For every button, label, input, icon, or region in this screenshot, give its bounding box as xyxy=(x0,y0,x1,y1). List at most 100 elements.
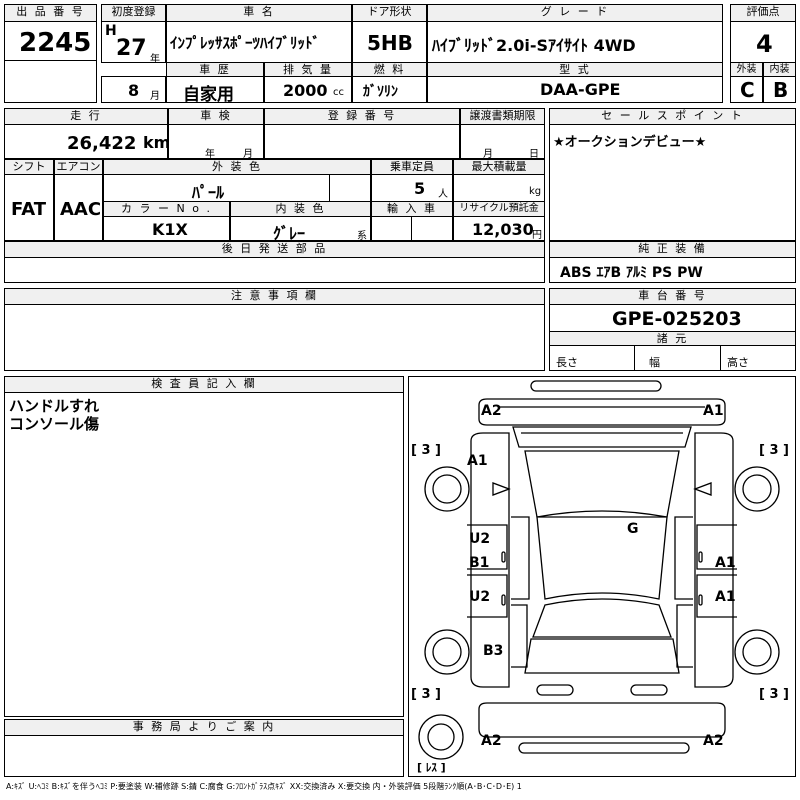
office-cell xyxy=(4,735,404,777)
fuel-label: 燃 料 xyxy=(352,62,427,77)
genuine-equip-value: ABS ｴｱB ｱﾙﾐ PS PW xyxy=(560,265,703,281)
length-label: 長さ xyxy=(556,356,578,369)
inspector-label: 検 査 員 記 入 欄 xyxy=(4,376,404,393)
fuel-cell: ｶﾞｿﾘﾝ xyxy=(352,76,427,103)
mark-front-right-corner: A1 xyxy=(703,403,724,419)
transfer-deadline-label: 譲渡書類期限 xyxy=(460,108,545,125)
color-no-cell: K1X xyxy=(103,216,230,241)
grade-cell: ﾊｲﾌﾞﾘｯﾄﾞ2.0i-Sｱｲｻｲﾄ 4WD xyxy=(427,21,723,63)
first-reg-label: 初度登録 xyxy=(101,4,166,22)
ext-color-extra xyxy=(329,174,371,202)
tire-rear-right: [ 3 ] xyxy=(759,687,789,702)
displacement-label: 排 気 量 xyxy=(264,62,352,77)
inspection-label: 車 検 xyxy=(168,108,264,125)
mileage-label: 走 行 xyxy=(4,108,168,125)
mileage-value: 26,422 xyxy=(67,133,137,154)
office-label: 事 務 局 よ り ご 案 内 xyxy=(4,719,404,736)
mark-rear-left-corner: A2 xyxy=(481,733,502,749)
mark-roof: G xyxy=(627,521,639,537)
door-cell: 5HB xyxy=(352,21,427,63)
history-label: 車 歴 xyxy=(166,62,264,77)
car-name-value: ｲﾝﾌﾟﾚｯｻｽﾎﾟｰﾂﾊｲﾌﾞﾘｯﾄﾞ xyxy=(170,34,321,52)
genuine-equip-label: 純 正 装 備 xyxy=(549,241,796,258)
ext-color-cell: ﾊﾟｰﾙ xyxy=(103,174,330,202)
deadline-day-unit: 日 xyxy=(529,149,539,160)
ext-color-label: 外 装 色 xyxy=(103,159,371,175)
mark-left-rear-door: U2 xyxy=(469,589,490,605)
mark-front-left-fender: A1 xyxy=(467,453,488,469)
sales-point-value: ★オークションデビュー★ xyxy=(553,135,707,150)
int-color-cell: ｸﾞﾚｰ 系 xyxy=(230,216,371,243)
first-reg-cell: H 27 年 xyxy=(101,21,166,65)
month-unit: 月 xyxy=(150,91,160,102)
notes-label: 注 意 事 項 欄 xyxy=(4,288,545,305)
interior-cell: B xyxy=(763,76,796,103)
mileage-cell: 26,422 km xyxy=(4,124,171,159)
model-code-value: DAA-GPE xyxy=(540,80,621,99)
shift-cell: FAT xyxy=(4,174,54,241)
kei-unit: 系 xyxy=(357,231,367,242)
kg-unit: kg xyxy=(529,186,542,197)
aircon-label: エアコン xyxy=(54,159,103,175)
capacity-label: 乗車定員 xyxy=(371,159,453,175)
cc-unit: cc xyxy=(333,87,344,98)
later-parts-cell xyxy=(4,257,545,283)
door-value: 5HB xyxy=(367,31,413,55)
mark-right-front-door: A1 xyxy=(715,555,736,571)
damage-legend: A:ｷｽﾞ U:ﾍｺﾐ B:ｷｽﾞを伴うﾍｺﾐ P:要塗装 W:補修跡 S:錆 … xyxy=(6,782,522,791)
sales-point-cell: ★オークションデビュー★ xyxy=(549,124,796,241)
reg-no-label: 登 録 番 号 xyxy=(264,108,460,125)
max-load-label: 最大積載量 xyxy=(453,159,545,175)
mark-front-left-corner: A2 xyxy=(481,403,502,419)
recycle-cell: 12,030 円 xyxy=(453,216,545,241)
reg-year-value: 27 xyxy=(116,36,147,61)
int-color-label: 内 装 色 xyxy=(230,201,371,217)
inspector-cell: ハンドルすれ コンソール傷 xyxy=(4,392,404,717)
mark-rear-right-corner: A2 xyxy=(703,733,724,749)
mark-right-rear-door: A1 xyxy=(715,589,736,605)
chassis-no-value: GPE-025203 xyxy=(612,308,742,330)
notes-cell xyxy=(4,304,545,371)
spec-length-cell: 長さ xyxy=(549,345,635,371)
chassis-no-cell: GPE-025203 xyxy=(549,304,796,332)
chassis-no-label: 車 台 番 号 xyxy=(549,288,796,305)
mark-left-front-door-1: U2 xyxy=(469,531,490,547)
inspection-year-unit: 年 xyxy=(205,149,215,160)
km-unit: km xyxy=(143,133,171,152)
inspection-cell: 年 月 xyxy=(168,124,264,160)
lot-no-cell: 2245 xyxy=(4,21,97,61)
score-cell: 4 xyxy=(730,21,796,63)
inspector-note-1: ハンドルすれ xyxy=(9,397,100,415)
mark-left-rear-fender: B3 xyxy=(483,643,503,659)
car-diagram-box: A2 A1 A1 G U2 B1 A1 U2 A1 B3 A2 A2 [ 3 ]… xyxy=(408,376,796,777)
person-unit: 人 xyxy=(438,189,448,200)
mark-left-front-door-2: B1 xyxy=(469,555,489,571)
import-cell-b xyxy=(411,216,453,241)
genuine-equip-cell: ABS ｴｱB ｱﾙﾐ PS PW xyxy=(549,257,796,283)
aircon-cell: AAC xyxy=(54,174,103,241)
later-parts-label: 後 日 発 送 部 品 xyxy=(4,241,545,258)
car-name-cell: ｲﾝﾌﾟﾚｯｻｽﾎﾟｰﾂﾊｲﾌﾞﾘｯﾄﾞ xyxy=(166,21,352,63)
ext-color-value: ﾊﾟｰﾙ xyxy=(192,183,225,202)
color-no-label: カ ラ ー N o . xyxy=(103,201,230,217)
transfer-deadline-cell: 月 日 xyxy=(460,124,545,160)
displacement-value: 2000 xyxy=(283,81,328,100)
specs-label: 諸 元 xyxy=(549,331,796,346)
spec-height-cell: 高さ xyxy=(720,345,796,371)
car-name-label: 車 名 xyxy=(166,4,352,22)
fuel-value: ｶﾞｿﾘﾝ xyxy=(363,84,398,100)
sales-point-label: セ ー ル ス ポ イ ン ト xyxy=(549,108,796,125)
tire-rear-left: [ 3 ] xyxy=(411,687,441,702)
import-label: 輸 入 車 xyxy=(371,201,453,217)
car-diagram: A2 A1 A1 G U2 B1 A1 U2 A1 B3 A2 A2 [ 3 ]… xyxy=(411,380,789,774)
exterior-cell: C xyxy=(730,76,763,103)
grade-value: ﾊｲﾌﾞﾘｯﾄﾞ2.0i-Sｱｲｻｲﾄ 4WD xyxy=(432,36,636,55)
shift-label: シフト xyxy=(4,159,54,175)
yen-unit: 円 xyxy=(532,230,542,241)
score-value: 4 xyxy=(756,30,773,58)
model-code-cell: DAA-GPE xyxy=(427,76,723,103)
deadline-month-unit: 月 xyxy=(483,149,493,160)
grade-label: グ レ ー ド xyxy=(427,4,723,22)
interior-value: B xyxy=(773,78,789,102)
capacity-cell: 5 人 xyxy=(371,174,453,202)
